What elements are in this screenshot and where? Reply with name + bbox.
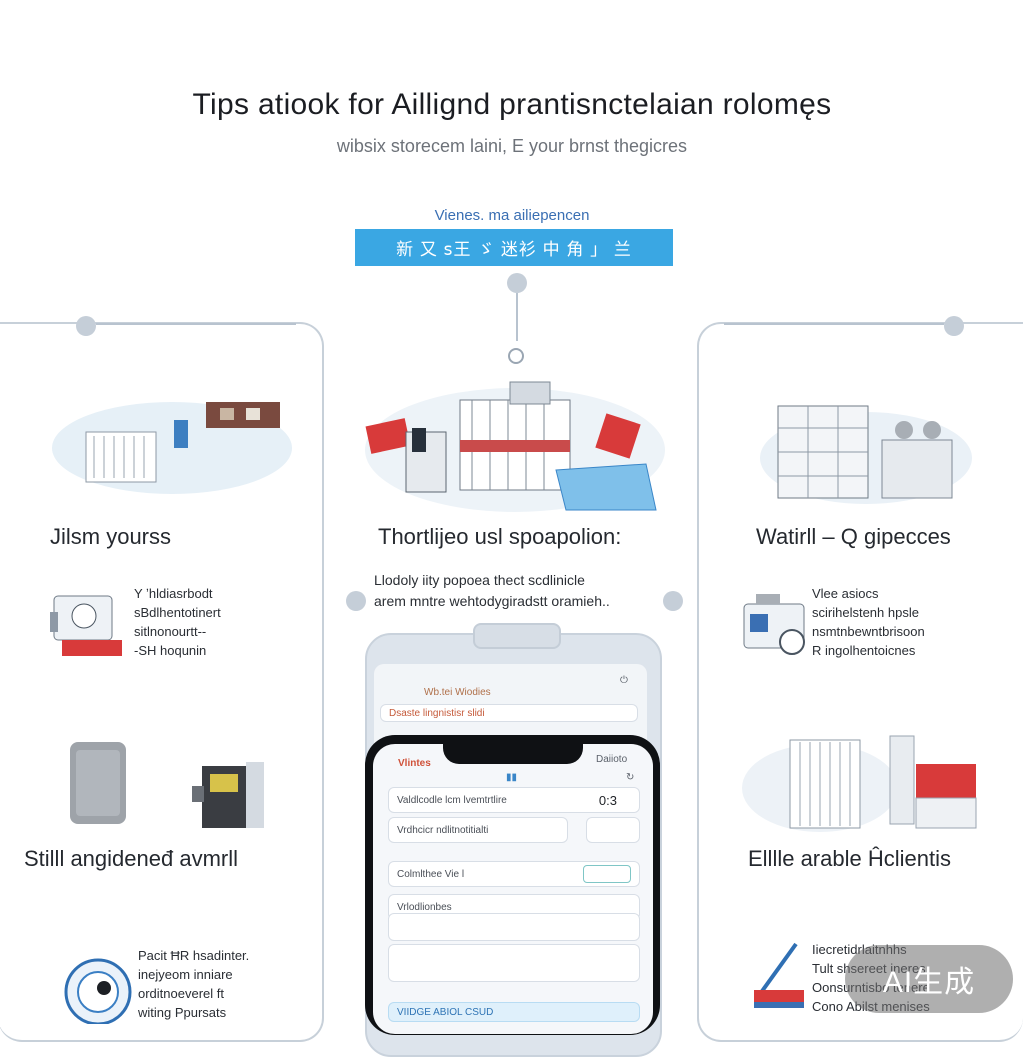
page-subtitle: wibsix storecem laini, E your brnst theg…: [336, 136, 688, 156]
phone-brand-label: Vlintes: [398, 758, 431, 769]
left-heading-2: Stilll angideneđ avmrll: [24, 846, 238, 871]
page-title: Tips atiook for Aillignd prantisnctelaia…: [192, 88, 832, 121]
left-panel-dot: [76, 316, 96, 336]
phone-row-3-toggle[interactable]: [583, 865, 631, 883]
connector-line: [516, 293, 518, 341]
circular-gauge-icon: [64, 958, 132, 1024]
phone-row-2[interactable]: Vrdhcicr ndlitnotitialti: [388, 817, 568, 843]
left-panel-top-line: [96, 323, 296, 325]
right-heading-2: Elllle arable Ĥclientis: [748, 846, 951, 871]
banner-label: 新 又 ꜱ王 ゞ 迷衫 中 角 」 兰: [355, 229, 673, 266]
phone-row-2-label: Vrdhcicr ndlitnotitialti: [397, 824, 489, 836]
rack-illustration: [742, 735, 977, 832]
phone-row-1-value: 0:3: [598, 792, 617, 808]
phone-row-2-button[interactable]: [586, 817, 640, 843]
connector-dot-mid: [508, 348, 524, 364]
phone-status-time: Daiioto: [596, 754, 628, 765]
tablet-power-icon[interactable]: ⏻: [620, 675, 628, 686]
right-heading: Watirll – Q gipecces: [756, 524, 951, 549]
phone-row-6[interactable]: [388, 944, 640, 982]
phone-refresh-icon[interactable]: ↻: [626, 772, 635, 783]
left-text-block-1: Y ʼhldiasrbodt sBdlhentotinert sitlnonou…: [134, 586, 221, 658]
center-heading: Thortlijeo usl spoapolion:: [378, 524, 622, 549]
right-panel-dot: [944, 316, 964, 336]
phone-bottom-button[interactable]: VIIDGE ABIOL CSUD: [388, 1002, 640, 1022]
connector-dot-top: [507, 273, 527, 293]
tablet-screen-row[interactable]: Dsaste lingnistisr slidi: [380, 704, 638, 722]
phone-row-1[interactable]: Valdlcodle lcm lvemtrtlire 0:3: [388, 787, 640, 813]
tablet-screen-title: Wb.tei Wiodies: [424, 687, 491, 698]
phone-notch: [443, 738, 583, 764]
phone-bottom-button-label: VIIDGE ABIOL CSUD: [397, 1006, 494, 1018]
cabinet-icon: [70, 742, 126, 824]
right-panel-top-line: [724, 323, 944, 325]
center-right-dot: [663, 591, 683, 611]
tool-icon: [754, 942, 804, 1008]
phone-row-3-label: Colmlthee Vie l: [397, 868, 465, 880]
left-heading: Jilsm yourss: [50, 524, 172, 549]
center-text: Llodoly iity popoea thect scdlinicle are…: [374, 572, 610, 609]
compressor-icon: [743, 594, 805, 655]
phone-row-5[interactable]: [388, 913, 640, 941]
tablet-handle: [473, 623, 561, 649]
building-illustration: [760, 405, 972, 504]
center-left-dot: [346, 591, 366, 611]
phone-wifi-icon: ▮▮: [506, 772, 518, 783]
radiator-illustration: [52, 402, 292, 494]
factory-illustration: [365, 381, 665, 512]
phone-row-3[interactable]: Colmlthee Vie l: [388, 861, 640, 887]
ai-watermark-badge: AI生成: [845, 945, 1013, 1013]
phone-row-1-label: Valdlcodle lcm lvemtrtlire: [397, 794, 507, 806]
heater-icon: [192, 762, 264, 828]
right-text-block-1: Vlee asiocs scirihelstenh hpsle nsmtnbew…: [812, 586, 925, 658]
left-text-block-2: Pacit ĦR hsadinter. inejyeom inniare ord…: [138, 948, 250, 1020]
banner-caption: Vienes. ma ailiepencen: [434, 207, 590, 224]
phone-row-4-label: Vrlodlionbes: [397, 901, 452, 913]
machine-icon: [50, 595, 122, 656]
